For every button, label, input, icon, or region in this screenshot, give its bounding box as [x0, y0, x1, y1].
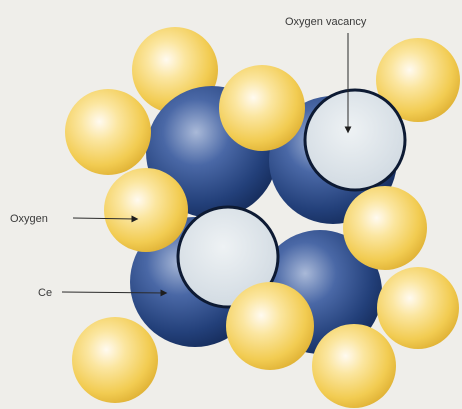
- oxygen-atom: [312, 324, 396, 408]
- oxygen-atom: [65, 89, 151, 175]
- ce-label: Ce: [38, 287, 52, 299]
- oxygen-atom: [343, 186, 427, 270]
- oxygen-label: Oxygen: [10, 213, 48, 225]
- oxygen-vacancy-label: Oxygen vacancy: [285, 16, 367, 28]
- oxygen-atom: [377, 267, 459, 349]
- oxygen-atom: [72, 317, 158, 403]
- oxygen-vacancy: [305, 90, 405, 190]
- oxygen-atom: [226, 282, 314, 370]
- oxygen-atom: [219, 65, 305, 151]
- oxygen-atom: [104, 168, 188, 252]
